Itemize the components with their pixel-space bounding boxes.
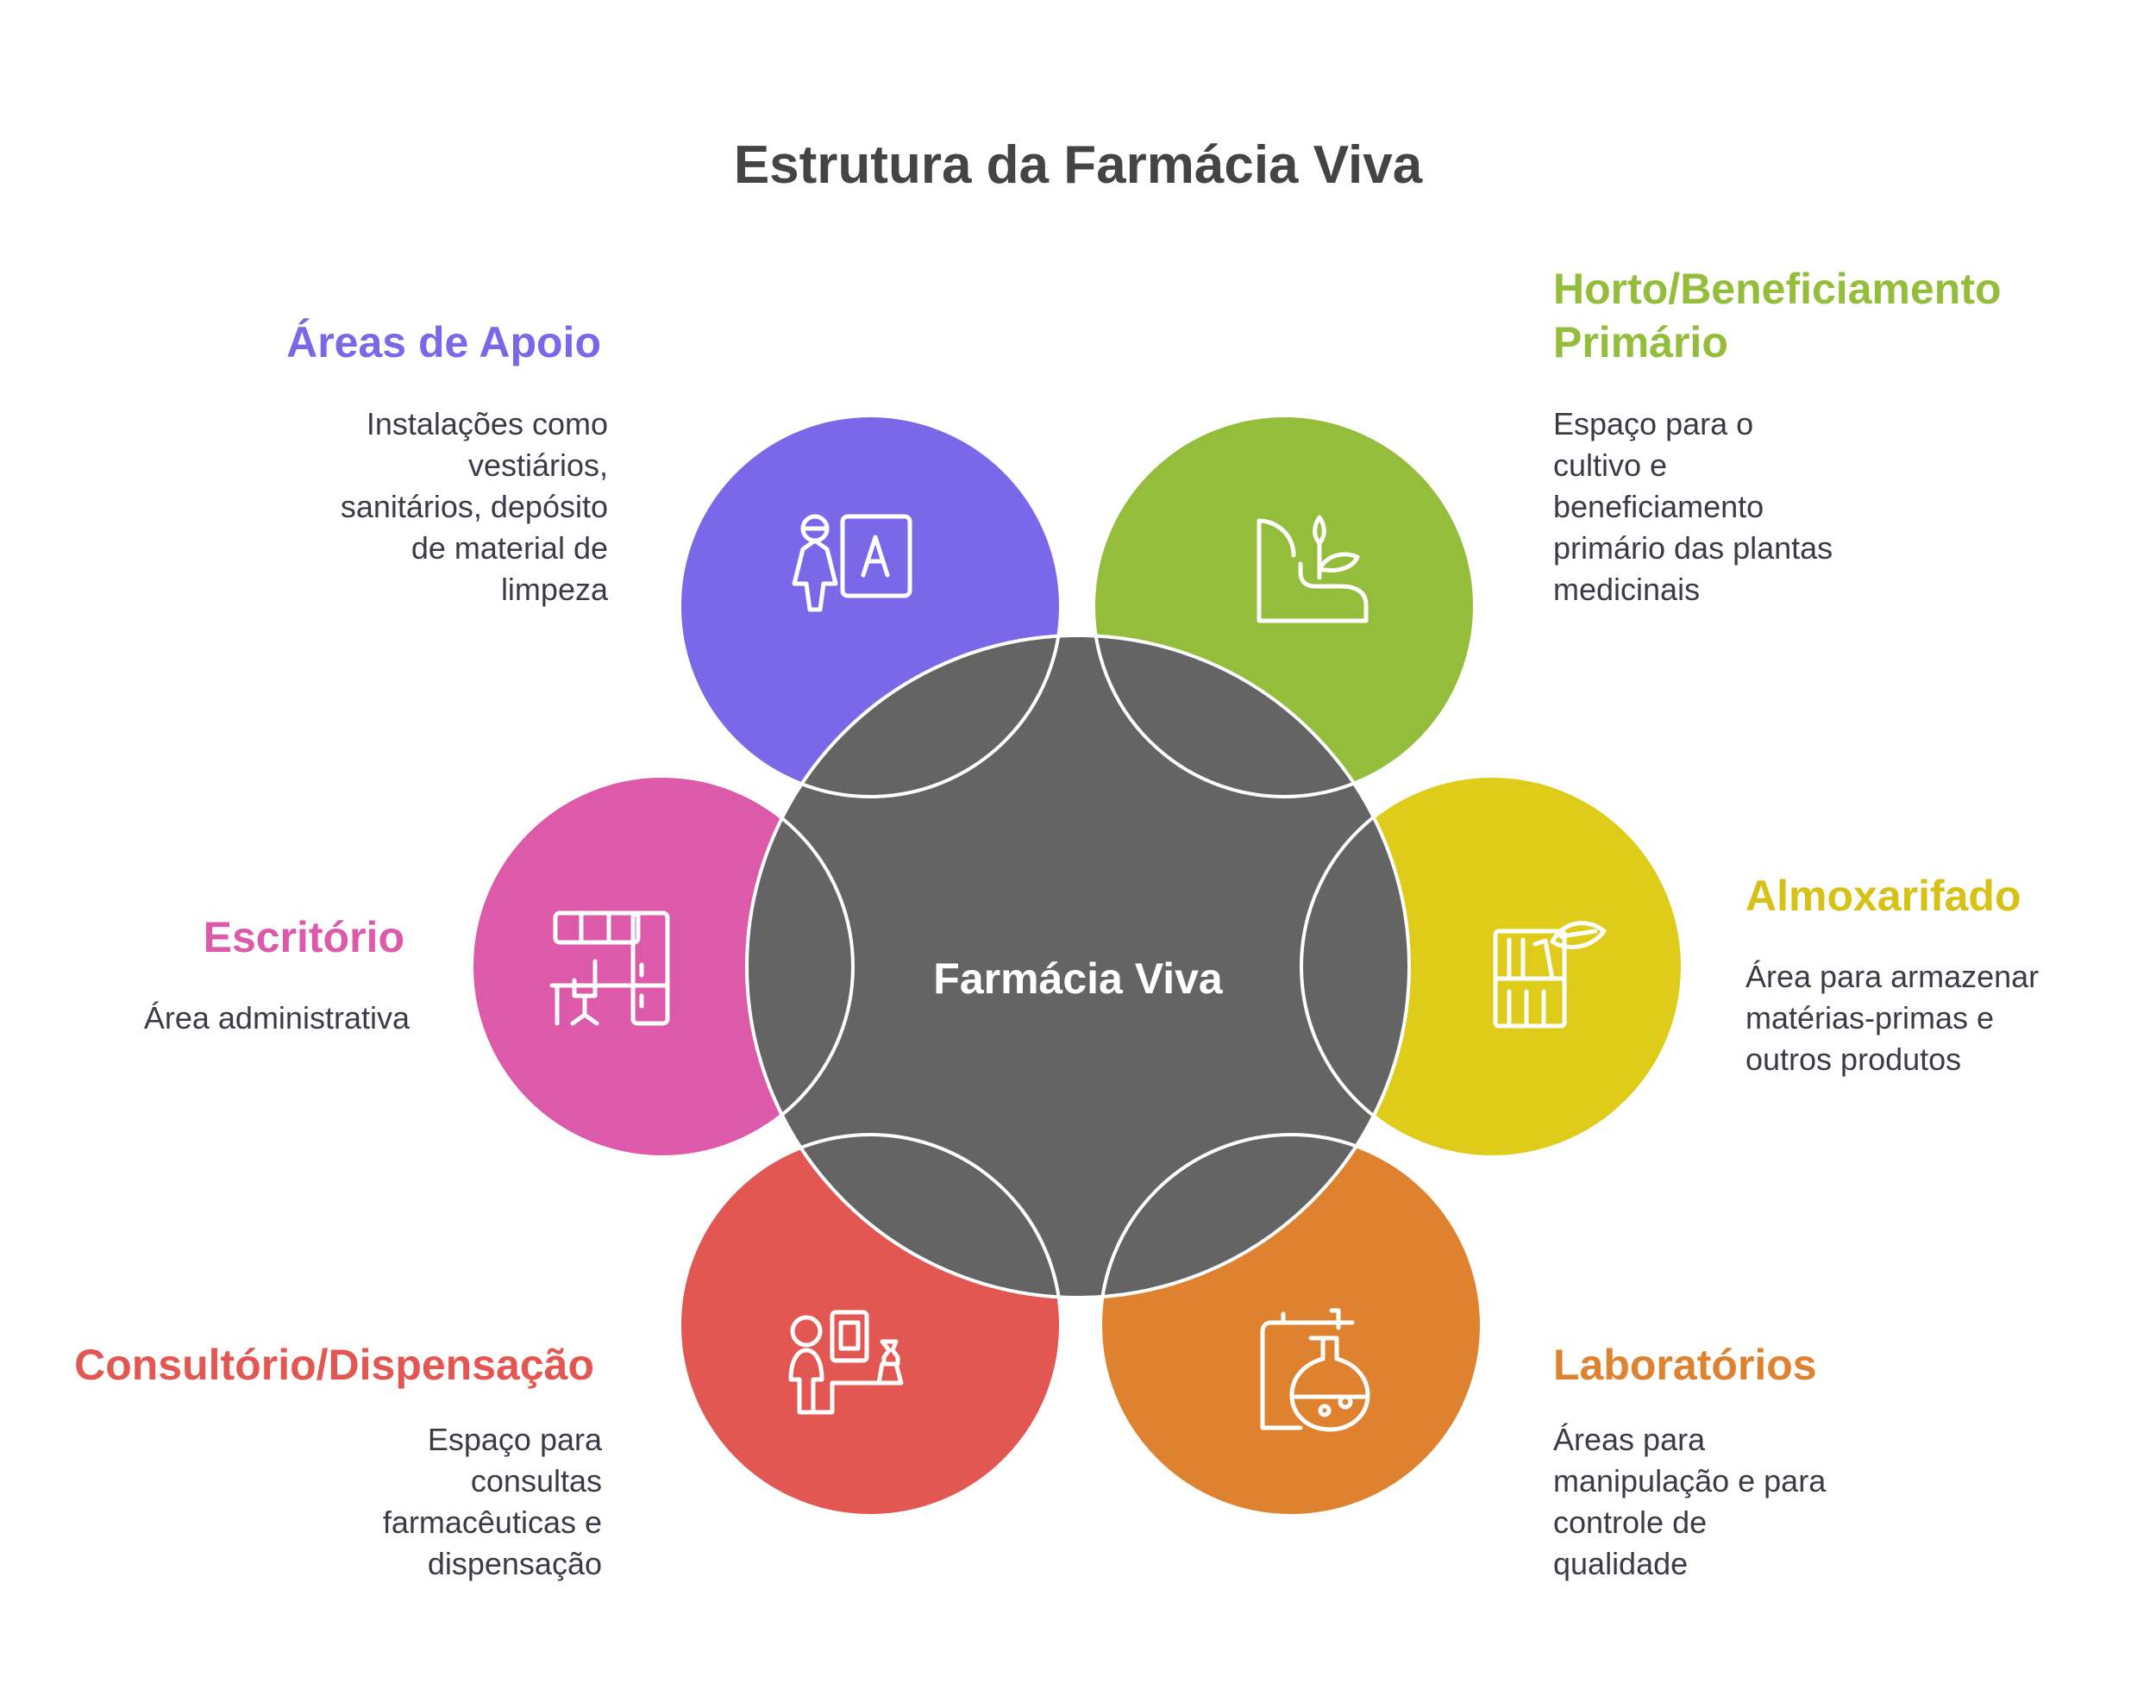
body-line: primário das plantas bbox=[1553, 530, 1833, 566]
teacher-board-icon bbox=[792, 514, 912, 612]
body-line: Área para armazenar bbox=[1745, 959, 2039, 994]
section-almox: Almoxarifado Área para armazenar matéria… bbox=[1745, 872, 2039, 1077]
lab-flask-icon bbox=[1260, 1308, 1370, 1432]
body-line: Áreas para bbox=[1553, 1422, 1706, 1457]
body-line: cultivo e bbox=[1553, 447, 1667, 483]
heading: Áreas de Apoio bbox=[286, 318, 601, 366]
heading: Horto/Beneficiamento bbox=[1553, 265, 2002, 313]
body-line: qualidade bbox=[1553, 1546, 1688, 1581]
body-line: dispensação bbox=[428, 1546, 602, 1581]
section-consultorio: Consultório/Dispensação Espaço para cons… bbox=[74, 1341, 603, 1581]
body-line: limpeza bbox=[501, 572, 609, 607]
body-line: beneficiamento bbox=[1553, 489, 1764, 524]
section-horto: Horto/Beneficiamento Primário Espaço par… bbox=[1553, 265, 2002, 607]
consultation-icon bbox=[788, 1310, 904, 1415]
body-line: vestiários, bbox=[468, 447, 608, 483]
body-line: sanitários, depósito bbox=[341, 489, 608, 524]
office-desk-icon bbox=[549, 910, 670, 1026]
section-apoio: Áreas de Apoio Instalações como vestiári… bbox=[286, 318, 609, 607]
body-line: manipulação e para bbox=[1553, 1463, 1827, 1498]
body-line: matérias-primas e bbox=[1745, 1000, 1994, 1035]
heading: Consultório/Dispensação bbox=[74, 1341, 594, 1389]
heading: Laboratórios bbox=[1553, 1341, 1817, 1389]
heading: Primário bbox=[1553, 318, 1728, 366]
section-lab: Laboratórios Áreas para manipulação e pa… bbox=[1553, 1341, 1827, 1581]
body-line: Espaço para o bbox=[1553, 406, 1753, 441]
diagram-title: Estrutura da Farmácia Viva bbox=[734, 135, 1423, 195]
body-line: Espaço para bbox=[428, 1422, 603, 1457]
body-line: farmacêuticas e bbox=[383, 1505, 602, 1540]
center-circle bbox=[747, 635, 1409, 1298]
circle-escritorio bbox=[472, 776, 853, 1157]
body-line: Instalações como bbox=[367, 406, 608, 441]
plant-sprout-icon bbox=[1257, 515, 1369, 623]
heading: Almoxarifado bbox=[1745, 872, 2021, 920]
body-line: consultas bbox=[471, 1463, 602, 1498]
center-label: Farmácia Viva bbox=[933, 954, 1224, 1003]
body-line: controle de bbox=[1553, 1505, 1707, 1540]
section-escritorio: Escritório Área administrativa bbox=[144, 913, 411, 1035]
storage-shelf-icon bbox=[1493, 921, 1607, 1029]
body-line: medicinais bbox=[1553, 572, 1700, 607]
body-line: de material de bbox=[411, 530, 608, 566]
body-line: outros produtos bbox=[1745, 1042, 1961, 1077]
heading: Escritório bbox=[204, 913, 404, 961]
body-line: Área administrativa bbox=[144, 1000, 411, 1035]
